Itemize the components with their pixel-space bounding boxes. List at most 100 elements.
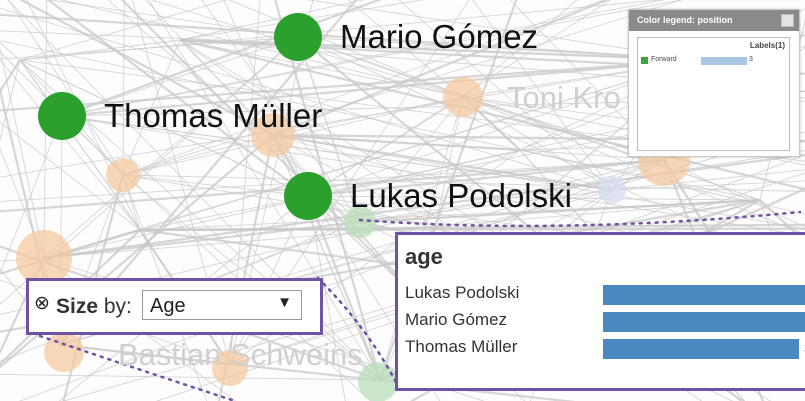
network-edge bbox=[0, 121, 141, 231]
network-edge bbox=[19, 39, 181, 61]
network-edge bbox=[272, 134, 381, 381]
highlighted-nodes[interactable] bbox=[38, 13, 332, 220]
network-edge bbox=[228, 0, 464, 98]
network-node[interactable] bbox=[274, 13, 322, 61]
node-label-lukas-podolski[interactable]: Lukas Podolski bbox=[350, 177, 572, 214]
network-edge bbox=[0, 59, 21, 94]
network-edge bbox=[462, 96, 805, 235]
background-node bbox=[443, 77, 483, 117]
selection-connector-line bbox=[358, 210, 802, 228]
network-edge bbox=[148, 0, 381, 381]
network-edge bbox=[18, 159, 665, 401]
legend-color-swatch bbox=[641, 57, 648, 64]
network-edge bbox=[43, 36, 299, 259]
network-edge bbox=[307, 158, 665, 198]
network-edge bbox=[611, 169, 805, 191]
tooltip-row-name: Lukas Podolski bbox=[405, 283, 520, 302]
remove-circle-icon[interactable]: ⊗ bbox=[34, 293, 50, 314]
network-edge bbox=[0, 58, 141, 231]
network-edge bbox=[272, 134, 805, 230]
network-edge bbox=[307, 195, 761, 201]
network-edge bbox=[201, 0, 361, 223]
network-edge bbox=[0, 59, 21, 142]
tooltip-row: Thomas Müller 3 bbox=[405, 337, 805, 359]
legend-row[interactable]: Forward 3 bbox=[641, 56, 781, 66]
tooltip-row: Lukas Podolski bbox=[405, 283, 805, 305]
node-label-mario-gomez[interactable]: Mario Gómez bbox=[340, 18, 539, 55]
faded-node-label: Toni Kro bbox=[507, 80, 621, 115]
tooltip-row: Mario Gómez bbox=[405, 310, 805, 332]
network-edge bbox=[0, 115, 63, 275]
background-node bbox=[44, 332, 84, 372]
legend-title: Color legend: position bbox=[637, 15, 733, 25]
network-edge bbox=[359, 150, 805, 223]
network-node[interactable] bbox=[284, 172, 332, 220]
network-edge bbox=[0, 36, 299, 60]
selection-connector-line bbox=[38, 334, 234, 401]
network-edge bbox=[61, 0, 684, 117]
background-node bbox=[212, 350, 248, 386]
tooltip-row-bar bbox=[603, 312, 805, 332]
node-label-thomas-muller[interactable]: Thomas Müller bbox=[104, 97, 323, 134]
network-edge bbox=[0, 199, 761, 262]
network-edge bbox=[472, 0, 613, 191]
network-edge bbox=[347, 0, 464, 98]
background-node bbox=[106, 158, 140, 192]
network-edge bbox=[179, 39, 274, 136]
legend-count: 3 bbox=[749, 56, 753, 63]
size-by-label: Size by: bbox=[56, 295, 132, 319]
chevron-down-icon: ▼ bbox=[277, 294, 292, 311]
color-legend-panel: Color legend: position Labels(1) Forward… bbox=[628, 9, 800, 157]
network-edge bbox=[462, 0, 578, 98]
legend-close-button[interactable] bbox=[781, 14, 794, 27]
network-edge bbox=[46, 0, 309, 197]
network-edge bbox=[122, 134, 274, 176]
tooltip-row-bar bbox=[603, 285, 805, 305]
network-edge bbox=[179, 38, 701, 62]
network-edge bbox=[122, 174, 309, 197]
network-edge bbox=[122, 0, 683, 176]
tooltip-row-name: Thomas Müller bbox=[405, 337, 518, 356]
selection-connector-lines bbox=[38, 210, 802, 401]
network-edge bbox=[139, 199, 761, 231]
background-node bbox=[251, 113, 295, 157]
network-edge bbox=[519, 149, 761, 201]
background-node bbox=[598, 176, 626, 204]
network-edge bbox=[61, 36, 299, 117]
size-by-selected-value: Age bbox=[150, 295, 186, 317]
network-edge bbox=[122, 0, 125, 176]
legend-table: Labels(1) Forward 3 bbox=[637, 37, 790, 151]
attribute-tooltip: age Lukas Podolski Mario Gómez Thomas Mü… bbox=[395, 232, 805, 391]
network-edge bbox=[122, 174, 805, 192]
background-node bbox=[358, 362, 398, 401]
network-edge bbox=[223, 0, 309, 197]
legend-category: Forward bbox=[651, 56, 677, 63]
legend-count-bar bbox=[701, 57, 747, 65]
network-edge bbox=[0, 40, 521, 151]
size-by-label-rest: by: bbox=[98, 295, 132, 318]
tooltip-title: age bbox=[405, 244, 443, 269]
network-edge bbox=[272, 133, 521, 152]
network-edge bbox=[179, 38, 805, 191]
network-edge bbox=[359, 96, 464, 223]
legend-header: Color legend: position bbox=[629, 10, 799, 31]
network-edge bbox=[61, 115, 805, 237]
legend-column-header: Labels(1) bbox=[749, 41, 785, 50]
size-by-select[interactable]: Age ▼ bbox=[142, 290, 302, 320]
size-by-label-bold: Size bbox=[56, 295, 99, 318]
network-edge bbox=[19, 59, 141, 231]
network-edge bbox=[0, 13, 701, 62]
faded-node-label: Bastian Schweins bbox=[118, 337, 363, 372]
network-edge bbox=[61, 0, 382, 118]
network-edge bbox=[359, 189, 613, 223]
tooltip-row-bar bbox=[603, 339, 799, 359]
selection-connector-line bbox=[316, 276, 402, 392]
network-edge bbox=[0, 374, 381, 381]
network-node[interactable] bbox=[38, 92, 86, 140]
background-node bbox=[344, 206, 376, 238]
network-edge bbox=[272, 133, 613, 192]
network-edge bbox=[150, 0, 665, 161]
network-edge bbox=[398, 0, 613, 191]
network-edge bbox=[8, 0, 124, 176]
